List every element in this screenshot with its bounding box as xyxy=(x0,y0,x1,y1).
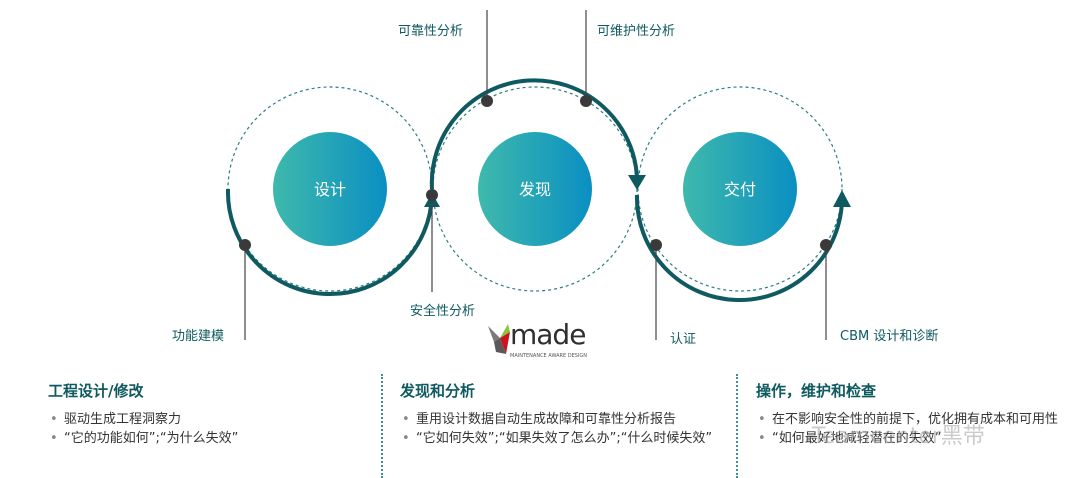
discover-arc xyxy=(429,78,639,190)
label-maintainability: 可维护性分析 xyxy=(597,24,676,39)
column-engineering: 工程设计/修改 驱动生成工程洞察力 “它的功能如何”;“为什么失效” xyxy=(48,380,368,449)
bullet-list: 重用设计数据自动生成故障和可靠性分析报告 “它如何失效”;“如果失效了怎么办”;… xyxy=(400,411,720,447)
column-operations: 操作，维护和检查 在不影响安全性的前提下，优化拥有成本和可用性 “如何最好地减轻… xyxy=(756,380,1076,449)
bullet-list: 在不影响安全性的前提下，优化拥有成本和可用性 “如何最好地减轻潜在的失效” xyxy=(756,411,1076,447)
bullet-item: 驱动生成工程洞察力 xyxy=(48,411,368,428)
made-logo-subtitle: MAINTENANCE AWARE DESIGN xyxy=(510,353,588,359)
made-logo-word: made xyxy=(510,318,586,351)
dot-cbm xyxy=(820,239,832,251)
dot-reliability xyxy=(481,95,493,107)
separator-right xyxy=(736,374,738,478)
bullet-item: 重用设计数据自动生成故障和可靠性分析报告 xyxy=(400,411,720,428)
dot-safety xyxy=(426,189,438,201)
made-logo: made MAINTENANCE AWARE DESIGN xyxy=(486,318,588,362)
bullet-list: 驱动生成工程洞察力 “它的功能如何”;“为什么失效” xyxy=(48,411,368,447)
dot-functional-modeling xyxy=(239,239,251,251)
deliver-label: 交付 xyxy=(724,180,756,199)
column-title: 发现和分析 xyxy=(400,382,476,400)
design-label: 设计 xyxy=(314,180,346,199)
discover-circle xyxy=(478,132,592,246)
arrowhead-down-middle xyxy=(628,175,646,190)
column-discovery: 发现和分析 重用设计数据自动生成故障和可靠性分析报告 “它如何失效”;“如果失效… xyxy=(400,380,720,449)
design-circle xyxy=(273,132,387,246)
bullet-item: “它的功能如何”;“为什么失效” xyxy=(48,430,368,447)
design-arc xyxy=(225,188,434,297)
column-title: 操作，维护和检查 xyxy=(756,382,877,400)
label-functional-modeling: 功能建模 xyxy=(172,329,225,344)
dot-certification xyxy=(650,239,662,251)
label-certification: 认证 xyxy=(670,332,697,347)
label-cbm: CBM 设计和诊断 xyxy=(840,329,939,344)
bullet-item: 在不影响安全性的前提下，优化拥有成本和可用性 xyxy=(756,411,1076,428)
cycle-diagram: 设计 发现 交付 xyxy=(225,10,851,340)
discover-label: 发现 xyxy=(519,180,551,199)
separator-left xyxy=(381,374,383,478)
deliver-ring-dashed xyxy=(637,86,843,292)
label-safety: 安全性分析 xyxy=(410,304,476,319)
bullet-item: “如何最好地减轻潜在的失效” xyxy=(756,430,1076,447)
made-logo-mark xyxy=(488,324,510,354)
bullet-item: “它如何失效”;“如果失效了怎么办”;“什么时候失效” xyxy=(400,430,720,447)
label-reliability: 可靠性分析 xyxy=(398,24,464,39)
dot-maintainability xyxy=(580,95,592,107)
watermark: Teamcenter黑带 xyxy=(812,424,985,449)
column-title: 工程设计/修改 xyxy=(48,382,144,400)
arrowhead-up-right xyxy=(833,190,851,207)
deliver-circle xyxy=(683,132,797,246)
